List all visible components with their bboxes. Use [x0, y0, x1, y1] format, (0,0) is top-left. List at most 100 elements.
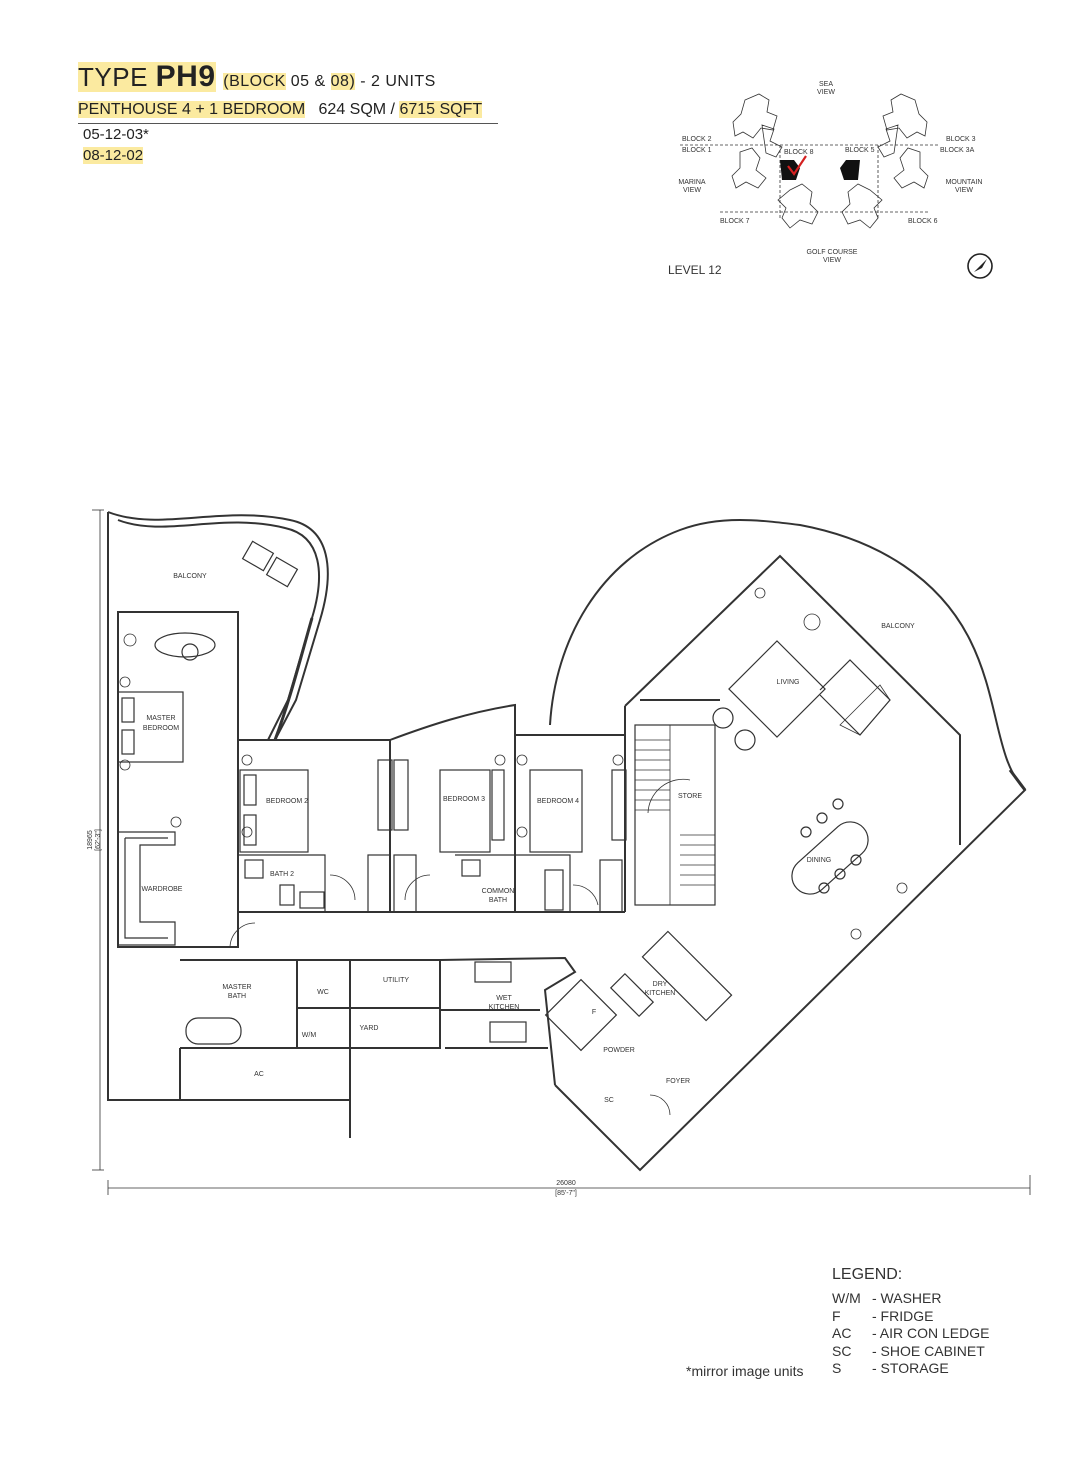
label-ac: AC: [254, 1071, 264, 1078]
legend-desc: - SHOE CABINET: [872, 1342, 985, 1359]
unit-header: TYPE PH9 (BLOCK 05 & 08) - 2 UNITS PENTH…: [78, 60, 508, 166]
label-wardrobe: WARDROBE: [142, 886, 183, 893]
legend-row: W/M - WASHER: [832, 1290, 1042, 1308]
keyplan-block1: BLOCK 1: [682, 147, 712, 154]
bath2-walls: [238, 854, 326, 912]
keyplan-block7: BLOCK 7: [720, 218, 750, 225]
label-balcony-right: BALCONY: [881, 623, 915, 630]
keyplan-block3: BLOCK 3: [946, 136, 976, 143]
unit-type: PENTHOUSE 4 + 1 BEDROOM: [78, 101, 306, 118]
area-sqft: 6715 SQFT: [399, 101, 483, 118]
unit-type-title: TYPE PH9 (BLOCK 05 & 08) - 2 UNITS: [78, 60, 508, 99]
keyplan-golf-view-1: GOLF COURSE: [807, 249, 858, 256]
unit-subtitle: PENTHOUSE 4 + 1 BEDROOM 624 SQM / 6715 S…: [78, 99, 498, 124]
keyplan-golf-view-2: VIEW: [823, 257, 841, 264]
block-open: (BLOCK: [223, 73, 286, 90]
bathtub: [185, 1017, 242, 1045]
north-arrow-icon: [967, 253, 993, 279]
label-dry-kitchen-1: DRY: [653, 981, 668, 988]
area-sqm: 624 SQM /: [318, 101, 395, 118]
label-master-bedroom-1: MASTER: [146, 715, 175, 722]
label-bedroom3: BEDROOM 3: [443, 796, 485, 803]
legend-desc: - WASHER: [872, 1290, 942, 1306]
units-count: - 2 UNITS: [360, 73, 436, 90]
legend-desc: - FRIDGE: [872, 1307, 934, 1324]
label-dry-kitchen-2: KITCHEN: [645, 990, 676, 997]
stair-treads: [635, 725, 715, 905]
label-master-bath-1: MASTER: [222, 984, 251, 991]
keyplan-marina-view-1: MARINA: [678, 179, 706, 186]
keyplan-cluster-tl: [731, 93, 783, 189]
legend-row: AC - AIR CON LEDGE: [832, 1325, 1042, 1343]
label-balcony-left: BALCONY: [173, 573, 207, 580]
unit-number-1: 05-12-03*: [83, 126, 149, 143]
keyplan-block6: BLOCK 6: [908, 218, 938, 225]
keyplan-block8: BLOCK 8: [784, 149, 814, 156]
bedroom4-bed: [529, 769, 583, 853]
plan-walls: [107, 511, 1027, 1172]
label-dining: DINING: [807, 857, 832, 864]
keyplan-block3a: BLOCK 3A: [940, 147, 975, 154]
dimension-lines: [92, 509, 1031, 1195]
label-store: STORE: [678, 793, 702, 800]
block-a: 05: [290, 73, 310, 90]
type-word: TYPE: [78, 62, 148, 92]
keyplan-block5: BLOCK 5: [845, 147, 875, 154]
legend-title: LEGEND:: [832, 1266, 903, 1283]
door-arcs: [229, 778, 691, 1116]
legend: LEGEND: W/M- WASHER F- FRIDGE AC- AIR CO…: [832, 1266, 1042, 1378]
label-bedroom2: BEDROOM 2: [266, 798, 308, 805]
staircase: [634, 724, 716, 906]
dim-height-mm: 18965: [87, 830, 94, 850]
legend-desc: - STORAGE: [872, 1360, 949, 1376]
keyplan-check-mark: [787, 155, 807, 176]
label-utility: UTILITY: [383, 977, 409, 984]
label-wet-kitchen-1: WET: [496, 995, 512, 1002]
living-furniture: [712, 640, 891, 751]
dining-table: [791, 798, 869, 895]
label-master-bedroom-2: BEDROOM: [143, 725, 179, 732]
label-wc: WC: [317, 989, 329, 996]
bedroom3-bed: [439, 769, 491, 853]
keyplan-sea-view-2: VIEW: [817, 89, 835, 96]
wardrobe-unit: [117, 831, 176, 946]
bedroom2-bed: [239, 769, 309, 853]
keyplan-cluster-bottom: [777, 183, 883, 229]
keyplan-block2: BLOCK 2: [682, 136, 712, 143]
keyplan-mountain-view-1: MOUNTAIN: [946, 179, 983, 186]
block-b: 08): [330, 73, 356, 90]
label-common-bath-2: BATH: [489, 897, 507, 904]
type-code: PH9: [155, 60, 216, 93]
dim-width-mm: 26080: [556, 1180, 576, 1187]
master-bed: [117, 691, 184, 763]
keyplan-block5-highlight: [840, 160, 860, 180]
keyplan-sea-view-1: SEA: [819, 81, 833, 88]
dim-width-ft: [85'-7"]: [555, 1190, 577, 1197]
keyplan-mountain-view-2: VIEW: [955, 187, 973, 194]
label-wet-kitchen-2: KITCHEN: [489, 1004, 520, 1011]
label-bath2: BATH 2: [270, 871, 294, 878]
legend-row: S - STORAGE: [832, 1360, 1042, 1378]
legend-row: SC - SHOE CABINET: [832, 1343, 1042, 1361]
kitchen-island: [641, 930, 733, 1022]
mirror-image-note: *mirror image units: [686, 1363, 804, 1379]
label-bedroom4: BEDROOM 4: [537, 798, 579, 805]
legend-abbr: W/M: [832, 1290, 861, 1306]
keyplan-grid-lines: [680, 144, 940, 220]
block-amp: &: [314, 73, 326, 90]
label-yard: YARD: [360, 1025, 379, 1032]
keyplan-marina-view-2: VIEW: [683, 187, 701, 194]
legend-abbr: SC: [832, 1342, 852, 1359]
legend-abbr: S: [832, 1360, 842, 1376]
label-powder: POWDER: [603, 1047, 635, 1054]
label-living: LIVING: [777, 679, 800, 686]
legend-abbr: AC: [832, 1325, 852, 1341]
legend-desc: - AIR CON LEDGE: [872, 1325, 990, 1341]
label-wm: W/M: [302, 1032, 317, 1039]
level-label: LEVEL 12: [668, 263, 722, 277]
label-shoe-cabinet: SC: [604, 1097, 614, 1104]
label-common-bath-1: COMMON: [482, 888, 515, 895]
key-plan: SEA VIEW BLOCK 2 BLOCK 1 BLOCK 8 BLOCK 5…: [678, 81, 993, 279]
unit-number-2: 08-12-02: [83, 147, 144, 164]
